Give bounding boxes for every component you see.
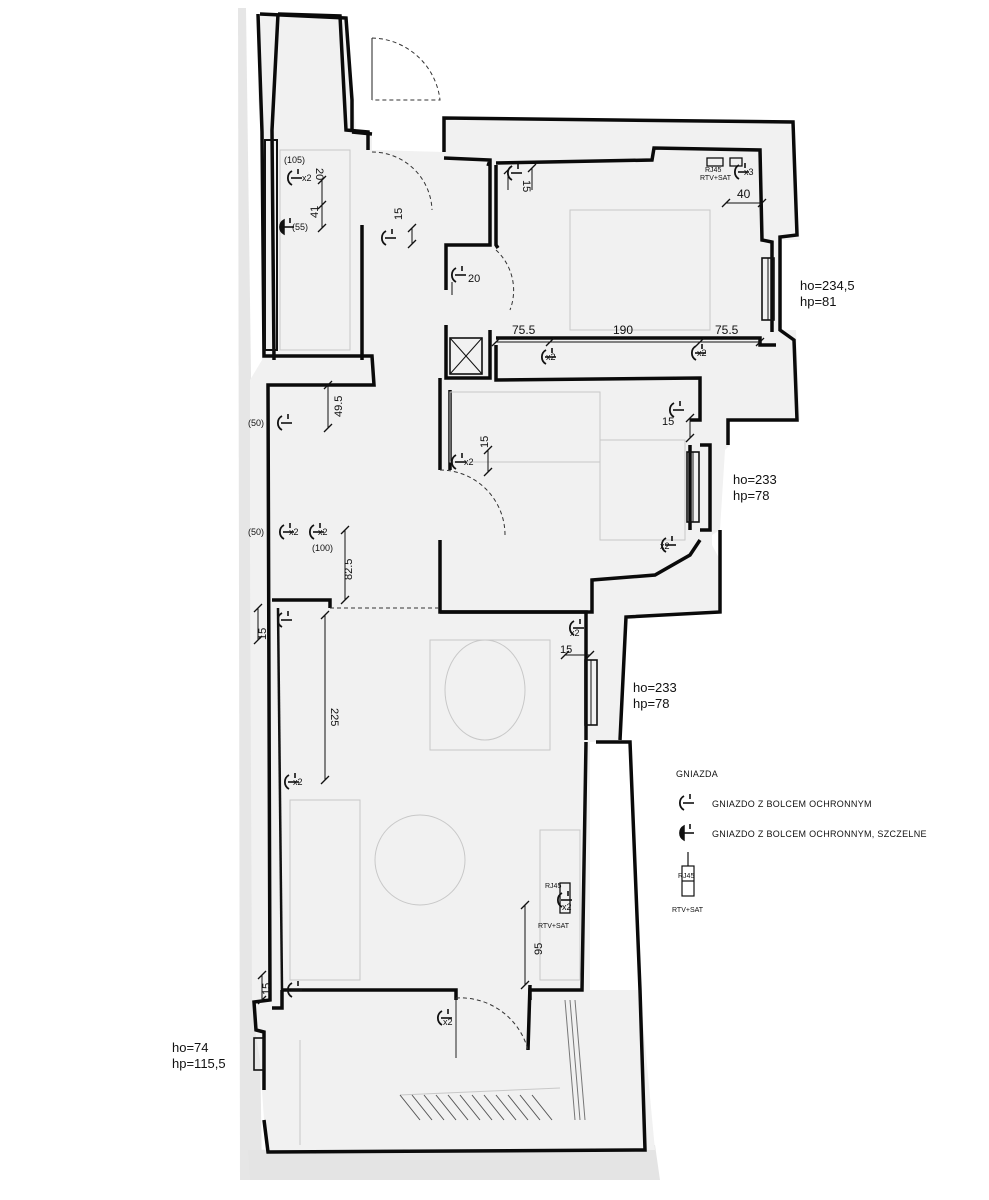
- window1-ho: ho=234,5: [800, 278, 855, 293]
- mult-media: x2: [562, 902, 572, 912]
- outer-wall-right-3: [262, 740, 647, 1154]
- height-105: (105): [284, 155, 305, 165]
- fridge: [264, 139, 278, 351]
- dim-82-5: 82.5: [343, 559, 355, 580]
- window1-hp: hp=81: [800, 294, 837, 309]
- faint-furniture: [279, 149, 711, 1145]
- mult-hall-a: x2: [289, 527, 299, 537]
- dim-15-hall: 15: [393, 208, 405, 220]
- legend-item1: GNIAZDO Z BOLCEM OCHRONNYM: [712, 799, 872, 809]
- height-50-a: (50): [248, 418, 264, 428]
- bath-right: [526, 984, 532, 1051]
- outer-wall-fill: [250, 12, 800, 1150]
- corridor-wall: [438, 345, 702, 470]
- dim-49-5: 49.5: [333, 396, 345, 417]
- dim-20-kitchen: 20: [313, 168, 325, 180]
- dim-15-bed2: 15: [479, 436, 491, 448]
- outer-wall-left: [252, 13, 376, 1090]
- rj45-living-label: RJ45: [545, 883, 561, 890]
- kitchen-wall: [277, 12, 370, 150]
- dim-15-top: 15: [520, 180, 532, 192]
- mult-corner: x3: [744, 167, 754, 177]
- mult-bottom: x2: [443, 1017, 453, 1027]
- dim-20-door: 20: [468, 273, 480, 285]
- dim-15-bed2-right: 15: [662, 416, 674, 428]
- dim-190: 190: [613, 323, 633, 337]
- window2-ho: ho=233: [733, 472, 777, 487]
- window2-hp: hp=78: [733, 488, 770, 503]
- outer-wall-right-2: [618, 530, 722, 741]
- shaft: [449, 337, 483, 375]
- living-left-edge: [276, 607, 284, 991]
- mult-bed1: x2: [546, 352, 556, 362]
- mult-bed2-right: x2: [660, 541, 670, 551]
- media-outlets: [559, 157, 743, 914]
- mult-living-top: x2: [570, 628, 580, 638]
- height-50-b: (50): [248, 527, 264, 537]
- dimension-lines: [253, 163, 767, 1005]
- dim-75-5-right: 75.5: [715, 323, 739, 337]
- paper-shadow-bottom: [248, 1145, 660, 1180]
- height-55: (55): [292, 222, 308, 232]
- mult-bed2: x2: [464, 457, 474, 467]
- legend-item2: GNIAZDO Z BOLCEM OCHRONNYM, SZCZELNE: [712, 829, 927, 839]
- dim-40: 40: [737, 187, 751, 201]
- mult-bed1-right: x2: [697, 348, 707, 358]
- dim-15-living-right: 15: [560, 644, 572, 656]
- bedroom2-win-wall: [700, 443, 712, 532]
- dim-75-5-left: 75.5: [512, 323, 536, 337]
- doors: [330, 37, 529, 1058]
- bedroom1-wall-b: [494, 165, 500, 249]
- outer-wall-right: [442, 116, 799, 445]
- window4-ho: ho=74: [172, 1040, 209, 1055]
- rj45-top-label: RJ45: [705, 167, 721, 174]
- mult-living-left: x2: [293, 777, 303, 787]
- kitchen-wall-2: [270, 13, 280, 361]
- height-100: (100): [312, 543, 333, 553]
- mult-kitchen: x2: [302, 173, 312, 183]
- bedroom1-left-bottom: [444, 325, 492, 380]
- dim-41: 41: [309, 206, 321, 218]
- window3-ho: ho=233: [633, 680, 677, 695]
- legend-item3-bottom: RTV+SAT: [672, 907, 704, 914]
- radiator-hatch: [399, 999, 586, 1121]
- rtv-living-label: RTV+SAT: [538, 923, 570, 930]
- rtv-top-label: RTV+SAT: [700, 175, 732, 182]
- shaft-x2: [449, 337, 483, 375]
- window4-hp: hp=115,5: [172, 1056, 226, 1071]
- legend: GNIAZDA GNIAZDO Z BOLCEM OCHRONNYM GNIAZ…: [672, 769, 927, 914]
- window3-hp: hp=78: [633, 696, 670, 711]
- living-top: [440, 610, 588, 740]
- legend-title: GNIAZDA: [676, 769, 718, 779]
- hall-divider: [272, 598, 332, 608]
- dim-225: 225: [328, 708, 340, 726]
- mult-hall-b: x2: [318, 527, 328, 537]
- bedroom1-top: [495, 146, 774, 332]
- dim-15-bottom: 15: [261, 983, 273, 995]
- bedroom1-wall: [443, 156, 492, 290]
- legend-item3-top: RJ45: [678, 873, 694, 880]
- bath-wall: [272, 988, 458, 1010]
- windows: [253, 257, 775, 1071]
- dim-15-living-left: 15: [257, 628, 269, 640]
- dim-95: 95: [533, 943, 545, 955]
